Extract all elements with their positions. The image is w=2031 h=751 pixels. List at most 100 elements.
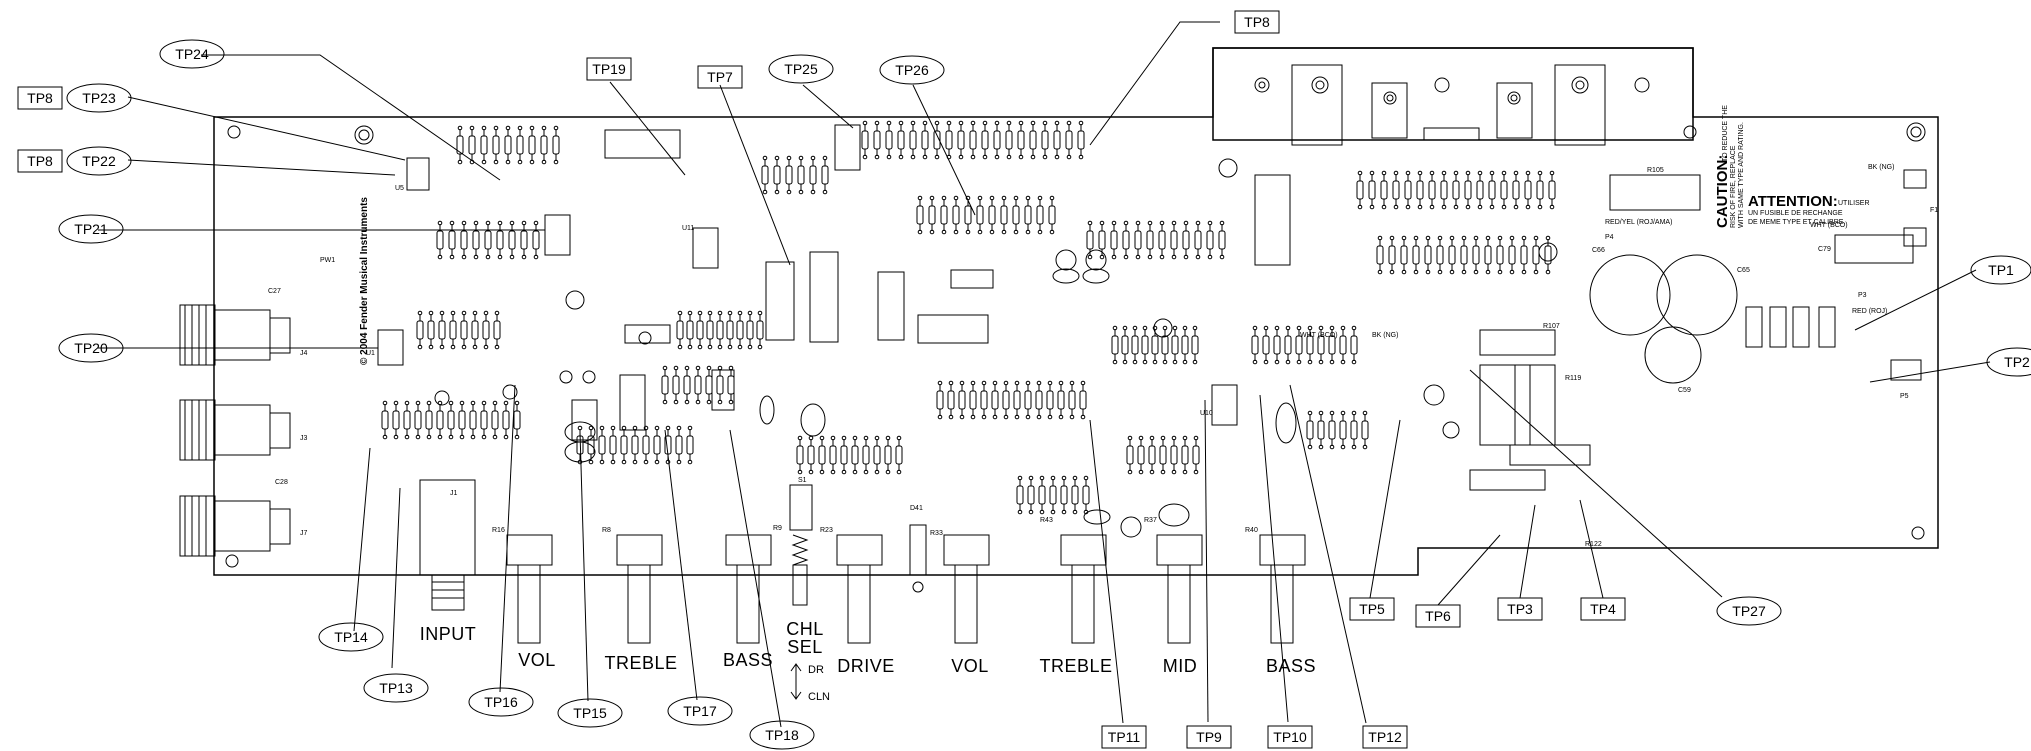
resistor xyxy=(1024,205,1032,225)
solder-pad xyxy=(1437,269,1443,275)
ref-r33: R33 xyxy=(930,530,943,537)
wire-label-bk2: BK (NG) xyxy=(1868,164,1894,171)
solder-pad xyxy=(1381,204,1387,210)
wire-label-red: RED (ROJ) xyxy=(1852,308,1887,315)
solder-pad xyxy=(1307,444,1313,450)
solder-pad xyxy=(1159,220,1165,226)
resistor xyxy=(1452,180,1460,200)
solder-pad xyxy=(1099,254,1105,260)
input-jacks xyxy=(179,304,476,611)
solder-pad xyxy=(728,399,734,405)
solder-pad xyxy=(1351,325,1357,331)
solder-pad xyxy=(953,229,959,235)
caution-title: CAUTION: xyxy=(1714,155,1731,228)
pot-treble2 xyxy=(1060,534,1107,644)
solder-pad xyxy=(1377,269,1383,275)
resistor xyxy=(1041,130,1049,150)
solder-pad xyxy=(472,310,478,316)
resistor xyxy=(392,410,400,430)
ref-r40: R40 xyxy=(1245,527,1258,534)
resistor xyxy=(472,230,480,250)
solder-pad xyxy=(533,220,539,226)
resistor xyxy=(1440,180,1448,200)
resistor xyxy=(1460,245,1468,265)
resistor xyxy=(1484,245,1492,265)
solder-pad xyxy=(1111,254,1117,260)
solder-pad xyxy=(948,380,954,386)
tp6-label: TP6 xyxy=(1425,608,1451,624)
attention-line-1: UTILISER xyxy=(1838,200,1870,207)
solder-pad xyxy=(521,254,527,260)
resistor xyxy=(1361,420,1369,440)
solder-pad xyxy=(509,254,515,260)
resistor xyxy=(653,435,661,455)
resistor xyxy=(468,135,476,155)
reference-designators: U1 U5 U11 U10 R16 R8 R9 R23 R33 R43 R37 … xyxy=(268,167,1938,548)
tp18-label: TP18 xyxy=(765,727,799,743)
resistor xyxy=(1350,335,1358,355)
tp7-label: TP7 xyxy=(707,69,733,85)
resistor xyxy=(909,130,917,150)
resistor xyxy=(1192,445,1200,465)
solder-pad xyxy=(728,365,734,371)
ref-j3: J3 xyxy=(300,435,308,442)
solder-pad xyxy=(1149,469,1155,475)
solder-pad xyxy=(1123,254,1129,260)
resistor xyxy=(1356,180,1364,200)
wire-label-red-yel: RED/YEL (ROJ/AMA) xyxy=(1605,219,1672,226)
solder-pad xyxy=(1017,509,1023,515)
tp14-label: TP14 xyxy=(334,629,368,645)
ref-f1: F1 xyxy=(1930,207,1938,214)
solder-pad xyxy=(1149,435,1155,441)
solder-pad xyxy=(737,310,743,316)
attention-line-2: UN FUSIBLE DE RECHANGE xyxy=(1748,210,1843,217)
solder-pad xyxy=(762,189,768,195)
resistor xyxy=(516,135,524,155)
callout-tp19 xyxy=(586,57,632,81)
solder-pad xyxy=(1307,359,1313,365)
solder-pad xyxy=(1417,170,1423,176)
solder-pad xyxy=(1147,220,1153,226)
solder-pad xyxy=(643,425,649,431)
solder-pad xyxy=(1296,359,1302,365)
resistor xyxy=(1306,420,1314,440)
solder-pad xyxy=(1162,325,1168,331)
solder-pad xyxy=(941,229,947,235)
solder-pad xyxy=(808,435,814,441)
solder-pad xyxy=(1405,204,1411,210)
solder-pad xyxy=(1263,359,1269,365)
resistor xyxy=(1181,335,1189,355)
solder-pad xyxy=(1030,120,1036,126)
resistor xyxy=(1191,335,1199,355)
resistor xyxy=(1057,390,1065,410)
solder-pad xyxy=(1152,325,1158,331)
resistor xyxy=(414,410,422,430)
resistor xyxy=(1068,390,1076,410)
solder-pad xyxy=(994,154,1000,160)
solder-pad xyxy=(1307,325,1313,331)
resistor xyxy=(1170,445,1178,465)
solder-pad xyxy=(1132,325,1138,331)
solder-pad xyxy=(514,400,520,406)
resistor xyxy=(807,445,815,465)
resistor xyxy=(1476,180,1484,200)
solder-pad xyxy=(1160,435,1166,441)
solder-pad xyxy=(830,435,836,441)
solder-pad xyxy=(786,189,792,195)
solder-pad xyxy=(509,220,515,226)
solder-pad xyxy=(1307,410,1313,416)
callout-tp3 xyxy=(1497,597,1543,621)
solder-pad xyxy=(874,154,880,160)
solder-pad xyxy=(1014,380,1020,386)
solder-pad xyxy=(959,414,965,420)
solder-pad xyxy=(599,425,605,431)
solder-pad xyxy=(1441,204,1447,210)
solder-pad xyxy=(697,310,703,316)
solder-pad xyxy=(439,310,445,316)
solder-pad xyxy=(1039,509,1045,515)
solder-pad xyxy=(687,310,693,316)
resistor xyxy=(1000,205,1008,225)
resistor xyxy=(727,375,735,395)
tp13-label: TP13 xyxy=(379,680,413,696)
solder-pad xyxy=(461,344,467,350)
